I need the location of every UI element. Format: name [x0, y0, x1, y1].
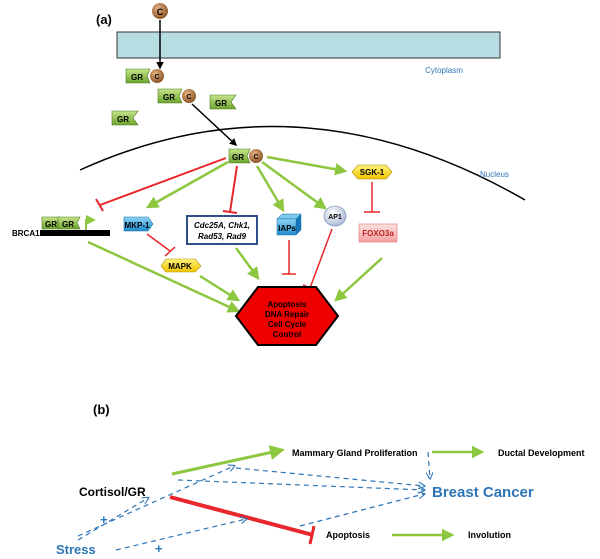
- mkp1-label: MKP-1: [125, 221, 150, 230]
- stress-to-proliferation-arrow: [77, 466, 234, 537]
- outcome-octagon: Apoptosis DNA Repair Cell Cycle Control: [234, 286, 340, 346]
- nuclear-translocation-arrow: [191, 103, 238, 147]
- involution-label: Involution: [468, 530, 511, 540]
- brca1-label: BRCA1: [12, 229, 40, 238]
- cortisol-to-cancer-arrow: [177, 479, 424, 490]
- stress-to-apoptosis-inhibit-arrow: [115, 519, 246, 551]
- sgk1-node: SGK-1: [351, 164, 393, 180]
- proliferation-to-cancer-arrow: [428, 451, 430, 478]
- gr-cortisol-complex-1: GR C: [125, 68, 164, 84]
- gr-label: GR: [215, 99, 227, 108]
- iaps-node: IAPs: [276, 213, 302, 236]
- cortisol-label: C: [253, 154, 258, 161]
- mapk-to-outcome-arrow: [199, 274, 241, 302]
- cell-cycle-genes-line-1: Cdc25A, Chk1,: [194, 221, 250, 230]
- foxo3a-node: FOXO3a: [358, 223, 398, 243]
- breast-cancer-label: Breast Cancer: [432, 484, 534, 501]
- outcome-line-1: Apoptosis: [267, 300, 307, 309]
- plus-sign-2: +: [155, 541, 163, 556]
- inhibit-bar: [164, 246, 176, 257]
- plus-sign-1: +: [100, 512, 108, 527]
- free-gr-1: GR: [209, 94, 237, 110]
- mkp1-inhibit-mapk: [146, 233, 171, 252]
- cortisol-label: C: [186, 94, 191, 101]
- gr-label: GR: [232, 153, 244, 162]
- panel-b-label: (b): [93, 402, 110, 417]
- inhibit-bar: [308, 525, 316, 545]
- cell-membrane: [116, 31, 501, 59]
- apoptosis-branch-to-cancer: [299, 494, 424, 527]
- outcome-line-2: DNA Repair: [265, 310, 309, 319]
- ap1-node: AP1: [323, 205, 347, 227]
- free-gr-2: GR: [111, 110, 139, 126]
- gr-inhibit-cellcycle: [229, 165, 238, 213]
- cellcycle-to-outcome-arrow: [234, 247, 260, 281]
- gr-cortisol-nuclear: GR C: [228, 148, 263, 164]
- cortisol-gr-label: Cortisol/GR: [79, 485, 146, 499]
- inhibit-bar: [222, 210, 238, 214]
- gr-activate-iaps: [255, 165, 285, 213]
- brca1-to-outcome-arrow: [87, 240, 241, 313]
- gr-activate-sgk1: [266, 155, 348, 176]
- foxo3a-label: FOXO3a: [362, 229, 394, 238]
- gr-label: GR: [117, 115, 129, 124]
- gr-label: GR: [163, 93, 175, 102]
- outcome-line-4: Control: [273, 330, 301, 339]
- gr-label: GR: [45, 220, 57, 229]
- cortisol-to-mammary-arrow: [171, 445, 285, 476]
- outcome-line-3: Cell Cycle: [268, 320, 307, 329]
- ap1-inhibit-outcome: [309, 228, 333, 289]
- gr-inhibit-brca1: [99, 157, 227, 206]
- gr-activate-mkp1: [145, 160, 229, 209]
- cortisol-inhibit-apoptosis: [169, 495, 314, 537]
- nuclear-membrane: [79, 125, 526, 201]
- ductal-development-label: Ductal Development: [498, 448, 585, 458]
- mapk-node: MAPK: [160, 258, 202, 273]
- stress-to-cortisol-arrow: [77, 498, 148, 541]
- mkp1-node: MKP-1: [123, 216, 154, 232]
- inhibit-bar: [95, 198, 104, 212]
- cortisol-molecule-top: C: [152, 3, 168, 19]
- nucleus-label: Nucleus: [480, 170, 509, 179]
- cytoplasm-label: Cytoplasm: [425, 66, 463, 75]
- iaps-label: IAPs: [278, 224, 296, 233]
- cortisol-label: C: [157, 7, 164, 17]
- stress-label: Stress: [56, 542, 96, 557]
- mammary-proliferation-label: Mammary Gland Proliferation: [292, 448, 418, 458]
- cortisol-label: C: [154, 74, 159, 81]
- foxo3a-to-outcome-arrow: [334, 257, 383, 302]
- gr-label: GR: [62, 220, 74, 229]
- gr-label: GR: [131, 73, 143, 82]
- proliferation-branch-to-cancer: [235, 467, 424, 486]
- gr-activate-ap1: [261, 160, 328, 210]
- cell-cycle-genes-line-2: Rad53, Rad9: [198, 232, 247, 241]
- ap1-label: AP1: [328, 214, 342, 221]
- brca1-gene: GR GR: [40, 215, 110, 236]
- cell-cycle-genes-box: Cdc25A, Chk1, Rad53, Rad9: [186, 215, 258, 245]
- mapk-label: MAPK: [168, 262, 192, 271]
- sgk1-label: SGK-1: [360, 168, 385, 177]
- apoptosis-label: Apoptosis: [326, 530, 370, 540]
- panel-a-label: (a): [96, 12, 112, 27]
- gr-cortisol-complex-2: GR C: [157, 88, 196, 104]
